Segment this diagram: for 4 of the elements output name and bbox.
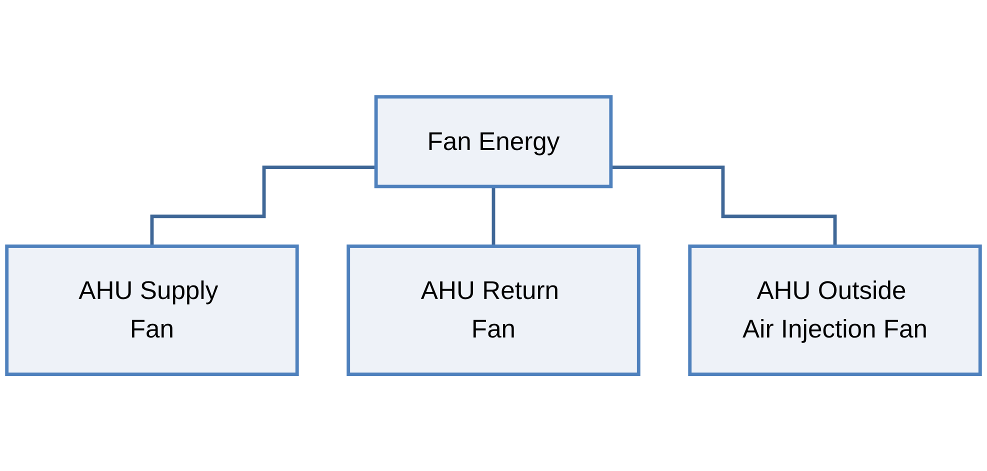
node-box: AHU Outside Air Injection Fan <box>688 244 982 376</box>
node-box: AHU Return Fan <box>346 244 640 376</box>
node-box: Fan Energy <box>374 95 613 188</box>
node-box: AHU Supply Fan <box>5 244 299 376</box>
